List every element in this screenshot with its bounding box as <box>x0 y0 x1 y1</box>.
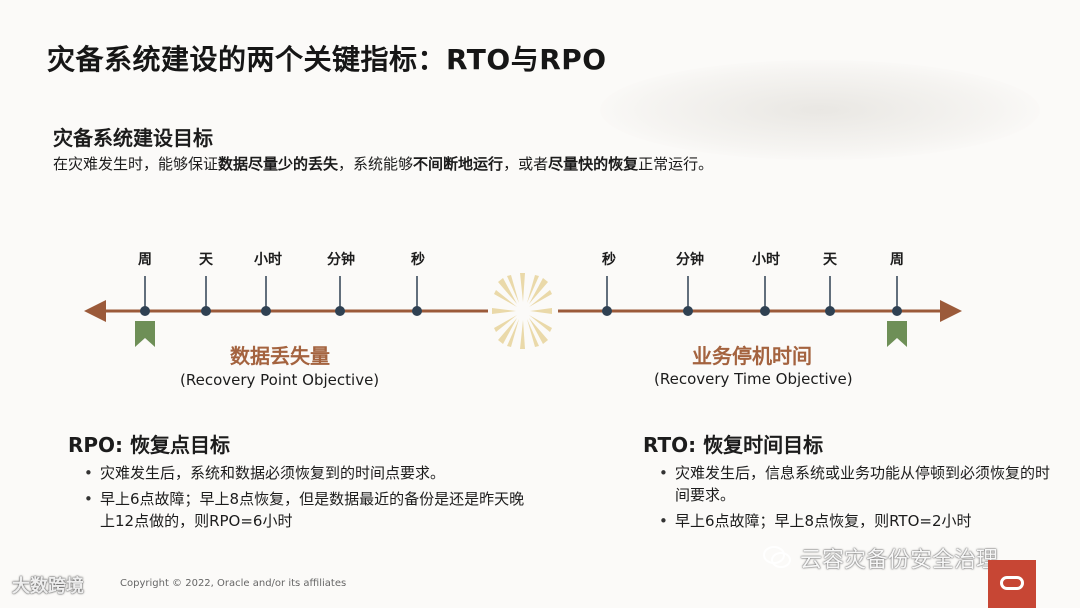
rpo-tick-minute: 分钟 <box>327 251 355 316</box>
wechat-icon <box>763 546 791 568</box>
rto-tick-label-minute: 分钟 <box>676 251 704 268</box>
rto-tick-label-week: 周 <box>890 252 904 268</box>
copyright-footer: Copyright © 2022, Oracle and/or its affi… <box>120 578 347 589</box>
rto-arrow-head <box>940 300 962 322</box>
rto-tick-label-hour: 小时 <box>752 251 780 268</box>
rto-bullet: 灾难发生后，信息系统或业务功能从停顿到必须恢复的时间要求。 <box>653 462 1053 506</box>
goal-description: 在灾难发生时，能够保证数据尽量少的丢失，系统能够不间断地运行，或者尽量快的恢复正… <box>53 153 713 174</box>
watermark-left: 大数跨境 <box>12 576 84 597</box>
rto-tick-week: 周 <box>890 252 904 316</box>
rto-marker-icon <box>887 321 907 347</box>
rto-ticks: 秒 分钟 小时 天 周 <box>602 251 904 316</box>
goal-emphasis-2: 不间断地运行 <box>413 155 504 173</box>
rto-caption-cn: 业务停机时间 <box>692 344 812 368</box>
rto-axis <box>558 300 962 322</box>
rpo-arrow-head <box>84 300 106 322</box>
rpo-marker-icon <box>135 321 155 347</box>
rpo-tick-label-hour: 小时 <box>254 251 282 268</box>
disaster-burst-icon <box>492 273 552 349</box>
goal-emphasis-3: 尽量快的恢复 <box>548 155 639 173</box>
rto-tick-label-day: 天 <box>823 252 838 268</box>
rpo-ticks: 周 天 小时 分钟 秒 <box>138 251 425 316</box>
rto-bullet-list: 灾难发生后，信息系统或业务功能从停顿到必须恢复的时间要求。 早上6点故障；早上8… <box>653 462 1053 536</box>
rpo-caption-en: (Recovery Point Objective) <box>180 371 380 389</box>
watermark-right: 云容灾备份安全治理 <box>800 548 999 573</box>
timeline-diagram: 周 天 小时 分钟 秒 <box>84 251 962 349</box>
rpo-tick-second: 秒 <box>411 251 425 316</box>
rpo-tick-day: 天 <box>199 252 214 316</box>
rto-tick-day: 天 <box>823 252 838 316</box>
rpo-axis <box>84 300 488 322</box>
rto-tick-second: 秒 <box>602 251 616 316</box>
goal-text-2: ，系统能够 <box>338 155 414 173</box>
slide-title: 灾备系统建设的两个关键指标：RTO与RPO <box>47 43 607 76</box>
oracle-logo <box>988 560 1036 608</box>
background-texture <box>600 60 1040 160</box>
rpo-bullet: 早上6点故障；早上8点恢复，但是数据最近的备份是还是昨天晚上12点做的，则RPO… <box>78 488 538 532</box>
rto-bullet: 早上6点故障；早上8点恢复，则RTO=2小时 <box>653 510 1053 532</box>
rpo-tick-hour: 小时 <box>254 251 282 316</box>
rpo-tick-label-minute: 分钟 <box>327 251 355 268</box>
rpo-title: RPO: 恢复点目标 <box>68 433 231 457</box>
rpo-tick-label-second: 秒 <box>411 251 425 268</box>
rto-tick-label-second: 秒 <box>602 251 616 268</box>
rpo-tick-label-day: 天 <box>199 252 214 268</box>
goal-emphasis-1: 数据尽量少的丢失 <box>218 155 339 173</box>
goal-text-1: 在灾难发生时，能够保证 <box>53 155 219 173</box>
rto-tick-hour: 小时 <box>752 251 780 316</box>
goal-text-3: ，或者 <box>503 155 549 173</box>
rpo-tick-label-week: 周 <box>138 252 152 268</box>
goal-heading: 灾备系统建设目标 <box>53 126 213 150</box>
rpo-tick-week: 周 <box>138 252 152 316</box>
rto-caption-en: (Recovery Time Objective) <box>654 370 853 388</box>
goal-text-4: 正常运行。 <box>638 155 714 173</box>
rpo-caption-cn: 数据丢失量 <box>230 344 330 368</box>
rto-title: RTO: 恢复时间目标 <box>643 433 824 457</box>
rpo-bullet-list: 灾难发生后，系统和数据必须恢复到的时间点要求。 早上6点故障；早上8点恢复，但是… <box>78 462 538 536</box>
rpo-bullet: 灾难发生后，系统和数据必须恢复到的时间点要求。 <box>78 462 538 484</box>
rto-tick-minute: 分钟 <box>676 251 704 316</box>
